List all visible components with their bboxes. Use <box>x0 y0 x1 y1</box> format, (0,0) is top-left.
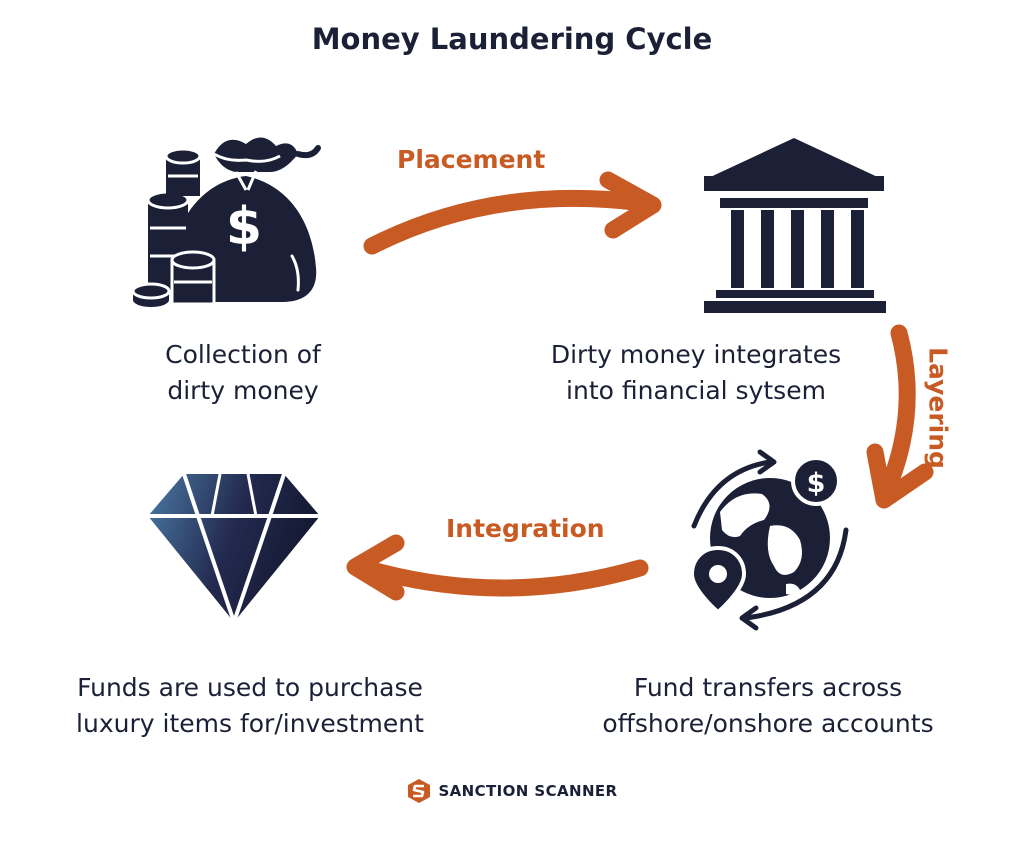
step-luxury-line1: Funds are used to purchase <box>77 673 423 702</box>
placement-arrow <box>363 171 662 255</box>
step-luxury-line2: luxury items for/investment <box>76 709 424 738</box>
brand-name: SANCTION SCANNER <box>438 782 618 800</box>
stage-label-layering: Layering <box>923 347 953 469</box>
step-bank-line2: into financial sytsem <box>566 376 826 405</box>
diamond-icon <box>148 473 320 623</box>
stage-label-integration: Integration <box>446 514 605 543</box>
sanction-scanner-logo <box>408 779 431 803</box>
globe-transfer-icon: $ <box>689 449 849 631</box>
bank-building-icon <box>704 138 886 313</box>
step-transfer-line1: Fund transfers across <box>633 673 903 702</box>
step-bank-line1: Dirty money integrates <box>550 340 842 369</box>
step-transfer-caption: Fund transfers across offshore/onshore a… <box>560 670 976 742</box>
step-luxury-caption: Funds are used to purchase luxury items … <box>40 670 460 742</box>
step-bank-caption: Dirty money integrates into financial sy… <box>496 337 896 409</box>
step-transfer-line2: offshore/onshore accounts <box>602 709 934 738</box>
integration-arrow <box>346 534 649 601</box>
layering-arrow <box>866 324 934 509</box>
money-bag-coins-icon: $ <box>131 137 321 307</box>
diagram-title: Money Laundering Cycle <box>311 22 713 56</box>
svg-text:$: $ <box>807 468 826 499</box>
step-collection-line1: Collection of <box>165 340 321 369</box>
step-collection-caption: Collection of dirty money <box>118 337 368 409</box>
brand-footer: SANCTION SCANNER <box>0 776 1024 806</box>
step-collection-line2: dirty money <box>167 376 319 405</box>
stage-label-placement: Placement <box>397 145 546 174</box>
svg-text:$: $ <box>226 197 262 257</box>
